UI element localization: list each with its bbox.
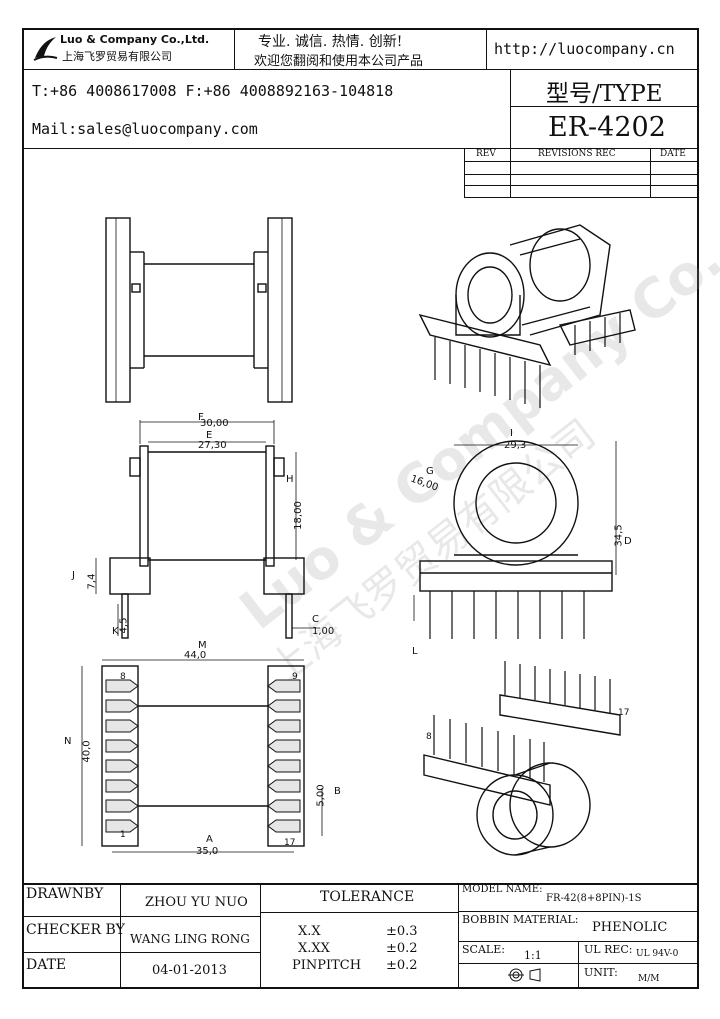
tol-val-1: ±0.3: [386, 924, 418, 939]
tb-col-1: [120, 883, 121, 989]
tb-right-row-1: [458, 911, 699, 912]
revisions-table: [464, 148, 699, 198]
checker-label: CHECKER BY: [26, 922, 125, 938]
bobbin-material-label: BOBBIN MATERIAL:: [462, 913, 579, 926]
model-name-label: MODEL NAME:: [462, 884, 543, 895]
tol-key-1: X.X: [298, 924, 321, 939]
tb-col-3: [458, 883, 459, 989]
scale-value: 1:1: [524, 949, 542, 962]
company-url[interactable]: http://luocompany.cn: [494, 40, 675, 58]
pin-label-9: 9: [292, 672, 298, 682]
bottom-view-drawing: [60, 640, 350, 860]
top-view-drawing: [100, 212, 300, 408]
pin-label-8: 8: [120, 672, 126, 682]
checker-value: WANG LING RONG: [130, 932, 250, 946]
company-name-cn: 上海飞罗贸易有限公司: [62, 50, 172, 63]
unit-value: M/M: [638, 974, 660, 984]
dim-h-value: 18,00: [292, 501, 304, 530]
dim-m-value: 44,0: [184, 650, 207, 661]
pin-label-8-iso: 8: [426, 732, 432, 742]
dim-n-value: 40,0: [81, 740, 93, 763]
isometric-view-bottom: [420, 655, 660, 865]
type-label: 型号/TYPE: [546, 81, 663, 107]
pin-label-17-iso: 17: [618, 708, 630, 718]
date-column-header: DATE: [660, 149, 686, 159]
ul-rec-label: UL REC:: [584, 943, 633, 956]
tb-right-col: [578, 941, 579, 989]
header-divider: [22, 69, 699, 70]
side-view-drawing: [60, 408, 340, 648]
bobbin-material-value: PHENOLIC: [592, 920, 668, 935]
company-name-en: Luo & Company Co.,Ltd.: [60, 33, 210, 46]
ul-rec-value: UL 94V-0: [636, 949, 679, 959]
phone-fax: T:+86 4008617008 F:+86 4008892163-104818: [32, 82, 394, 100]
drawing-frame: [22, 28, 699, 989]
model-name-value: FR-42(8+8PIN)-1S: [546, 893, 642, 904]
slogan-line-1: 专业. 诚信. 热情. 创新!: [258, 34, 403, 50]
tol-val-2: ±0.2: [386, 941, 418, 956]
tb-row-2: [22, 952, 260, 953]
slogan-line-2: 欢迎您翻阅和使用本公司产品: [254, 54, 424, 69]
dim-j-label: J: [72, 570, 75, 581]
dim-j-value: 7,4: [86, 573, 98, 590]
dim-c-value: 1,00: [312, 626, 335, 637]
dim-a-label: A: [206, 834, 213, 845]
tol-key-2: X.XX: [298, 941, 330, 956]
dim-a-value: 35,0: [196, 846, 219, 857]
rev-column-header: REV: [476, 149, 496, 159]
header-bottom-line: [22, 148, 699, 149]
dim-d-label: D: [624, 536, 632, 547]
front-view-drawing: [400, 425, 660, 655]
date-value: 04-01-2013: [152, 963, 227, 978]
header-separator: [486, 28, 487, 69]
tb-tolerance-divider: [260, 912, 458, 913]
isometric-view-top: [410, 215, 650, 415]
type-box-divider: [510, 106, 699, 107]
dim-m-label: M: [198, 640, 207, 651]
date-label: DATE: [26, 957, 67, 973]
dim-b-label: B: [334, 786, 341, 797]
tol-key-3: PINPITCH: [292, 958, 362, 973]
mail-address[interactable]: Mail:sales@luocompany.com: [32, 120, 258, 138]
type-value: ER-4202: [548, 112, 666, 143]
tb-col-2: [260, 883, 261, 989]
company-logo-icon: [32, 34, 58, 62]
unit-label: UNIT:: [584, 966, 618, 979]
dim-e-label: E: [206, 430, 213, 441]
dim-i-value: 29,3: [504, 440, 527, 451]
dim-e-value: 27,30: [198, 440, 227, 451]
type-box-separator: [510, 69, 511, 149]
pin-label-17: 17: [284, 838, 296, 848]
dim-f-label: F: [198, 412, 204, 423]
projection-symbol-icon: [506, 966, 548, 984]
tb-row-1: [22, 916, 260, 917]
dim-l-label: L: [412, 646, 418, 657]
revisions-rec-column-header: REVISIONS REC: [538, 149, 616, 159]
dim-g-label: G: [426, 466, 434, 477]
dim-c-label: C: [312, 614, 319, 625]
dim-k-label: K: [112, 626, 119, 637]
scale-label: SCALE:: [462, 943, 505, 956]
drawn-by-value: ZHOU YU NUO: [145, 895, 248, 910]
tolerance-label: TOLERANCE: [320, 889, 415, 905]
dim-f-value: 30,00: [200, 418, 229, 429]
header-separator: [234, 28, 235, 69]
dim-b-value: 5,00: [315, 784, 327, 807]
drawn-by-label: DRAWNBY: [26, 886, 104, 902]
tol-val-3: ±0.2: [386, 958, 418, 973]
dim-i-label: I: [510, 428, 513, 439]
dim-d-value: 34,5: [613, 524, 625, 547]
title-block-top-line: [22, 883, 699, 885]
dim-n-label: N: [64, 736, 72, 747]
pin-label-1: 1: [120, 830, 126, 840]
dim-h-label: H: [286, 474, 294, 485]
dim-k-value: 4,5: [118, 617, 130, 634]
